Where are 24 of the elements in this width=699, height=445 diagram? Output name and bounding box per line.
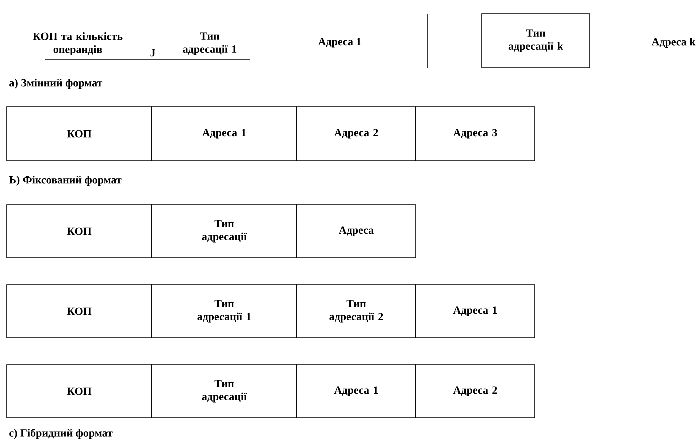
table-cell: КОП (6, 364, 152, 418)
table-cell: КОП (6, 204, 152, 258)
table-cell: Тип адресації 1 (152, 284, 298, 338)
table-cell: Адреса (296, 204, 416, 258)
table-cell: КОП (6, 284, 152, 338)
table-cell: Адреса 2 (416, 364, 536, 418)
table-cell: Адреса 1 (152, 106, 298, 162)
table-cell: Тип адресації (152, 364, 298, 418)
field-label: Тип адресації 1 (183, 32, 237, 56)
field-label: Адреса k (652, 38, 696, 48)
table-cell: Тип адресації (152, 204, 298, 258)
table-cell: Адреса 3 (416, 106, 536, 162)
table-cell: Адреса 1 (296, 364, 416, 418)
caption: а) Змінний формат (10, 79, 103, 89)
table-cell: Тип адресації k (482, 14, 590, 68)
field-label: Адреса 1 (318, 38, 362, 48)
field-label: КОП та кількість операндів (33, 32, 123, 56)
table-cell: КОП (6, 106, 152, 162)
table-cell: Адреса 1 (416, 284, 536, 338)
caption: Ь) Фіксований формат (9, 176, 122, 186)
field-label: J (150, 49, 156, 57)
table-cell: Адреса 2 (296, 106, 416, 162)
table-cell: Тип адресації 2 (296, 284, 416, 338)
caption: с) Гібридний формат (10, 428, 113, 440)
